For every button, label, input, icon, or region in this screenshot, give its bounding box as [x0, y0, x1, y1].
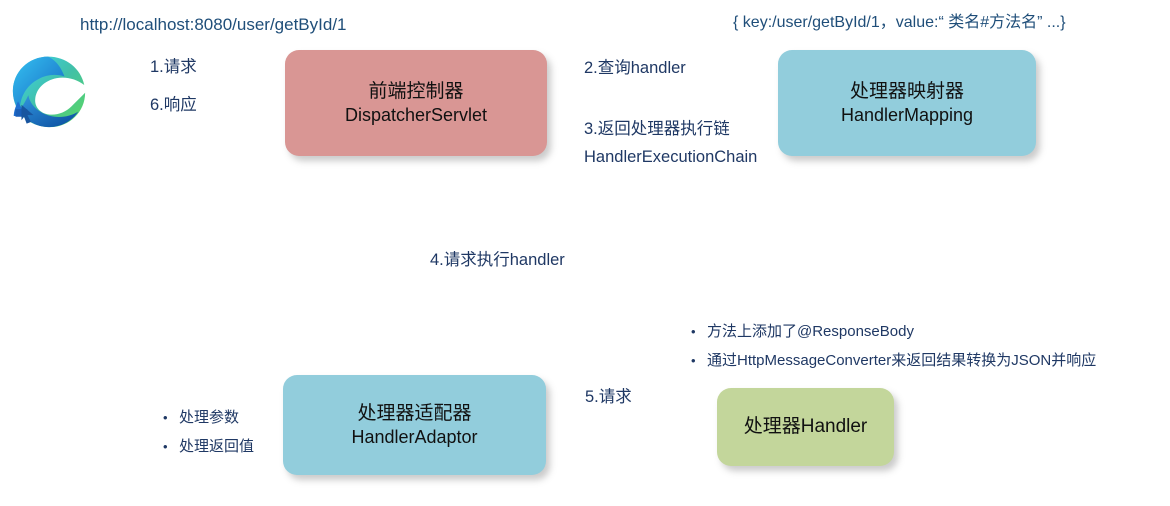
node-handler-mapping-cn: 处理器映射器 — [849, 80, 964, 102]
node-handler-adaptor-en: HandlerAdaptor — [351, 426, 478, 447]
edge-browser-icon-svg — [12, 56, 86, 128]
list-item: • 通过HttpMessageConverter来返回结果转换为JSON并响应 — [691, 347, 1096, 376]
edge-top-shape — [12, 56, 65, 111]
node-handler-adaptor[interactable]: 处理器适配器 HandlerAdaptor — [283, 375, 546, 475]
node-handler-label: 处理器Handler — [743, 416, 868, 438]
node-handler-mapping[interactable]: 处理器映射器 HandlerMapping — [778, 50, 1036, 156]
node-handler-mapping-en: HandlerMapping — [840, 104, 974, 125]
handler-note-2: 通过HttpMessageConverter来返回结果转换为JSON并响应 — [707, 351, 1097, 369]
edge-pointer-icon — [21, 104, 34, 124]
bullet-icon: • — [163, 438, 168, 454]
arrow-label-request: 1.请求 — [150, 58, 197, 76]
arrow-label-return-chain-line2: HandlerExecutionChain — [584, 148, 758, 166]
node-handler[interactable]: 处理器Handler — [717, 388, 894, 466]
request-url-label: http://localhost:8080/user/getById/1 — [80, 15, 347, 34]
edge-browser-icon — [6, 48, 92, 134]
handler-note-1: 方法上添加了@ResponseBody — [707, 323, 914, 340]
handler-adaptor-note-1: 处理参数 — [179, 409, 240, 426]
bullet-icon: • — [163, 410, 168, 425]
node-handler-adaptor-cn: 处理器适配器 — [357, 402, 472, 424]
handler-notes: • 方法上添加了@ResponseBody • 通过HttpMessageCon… — [691, 318, 1096, 375]
list-item: • 处理返回值 — [163, 433, 254, 462]
handler-mapping-entry-note: { key:/user/getById/1，value:“ 类名#方法名” ..… — [733, 14, 1066, 31]
arrow-label-query-handler: 2.查询handler — [584, 59, 686, 77]
handler-adaptor-notes: • 处理参数 • 处理返回值 — [163, 404, 254, 461]
arrow-label-response: 6.响应 — [150, 96, 197, 114]
list-item: • 方法上添加了@ResponseBody — [691, 318, 1096, 347]
node-dispatcher-servlet-en: DispatcherServlet — [344, 104, 488, 125]
arrow-label-execute-handler: 4.请求执行handler — [430, 251, 565, 269]
bullet-icon: • — [691, 352, 696, 368]
node-dispatcher-servlet[interactable]: 前端控制器 DispatcherServlet — [285, 50, 547, 156]
list-item: • 处理参数 — [163, 404, 254, 433]
bullet-icon: • — [691, 324, 696, 339]
arrow-label-return-chain-line1: 3.返回处理器执行链 — [584, 120, 730, 138]
handler-adaptor-note-2: 处理返回值 — [179, 437, 255, 455]
edge-wave-shape — [19, 95, 79, 128]
node-dispatcher-servlet-cn: 前端控制器 — [368, 80, 464, 102]
arrow-label-invoke: 5.请求 — [585, 388, 632, 406]
